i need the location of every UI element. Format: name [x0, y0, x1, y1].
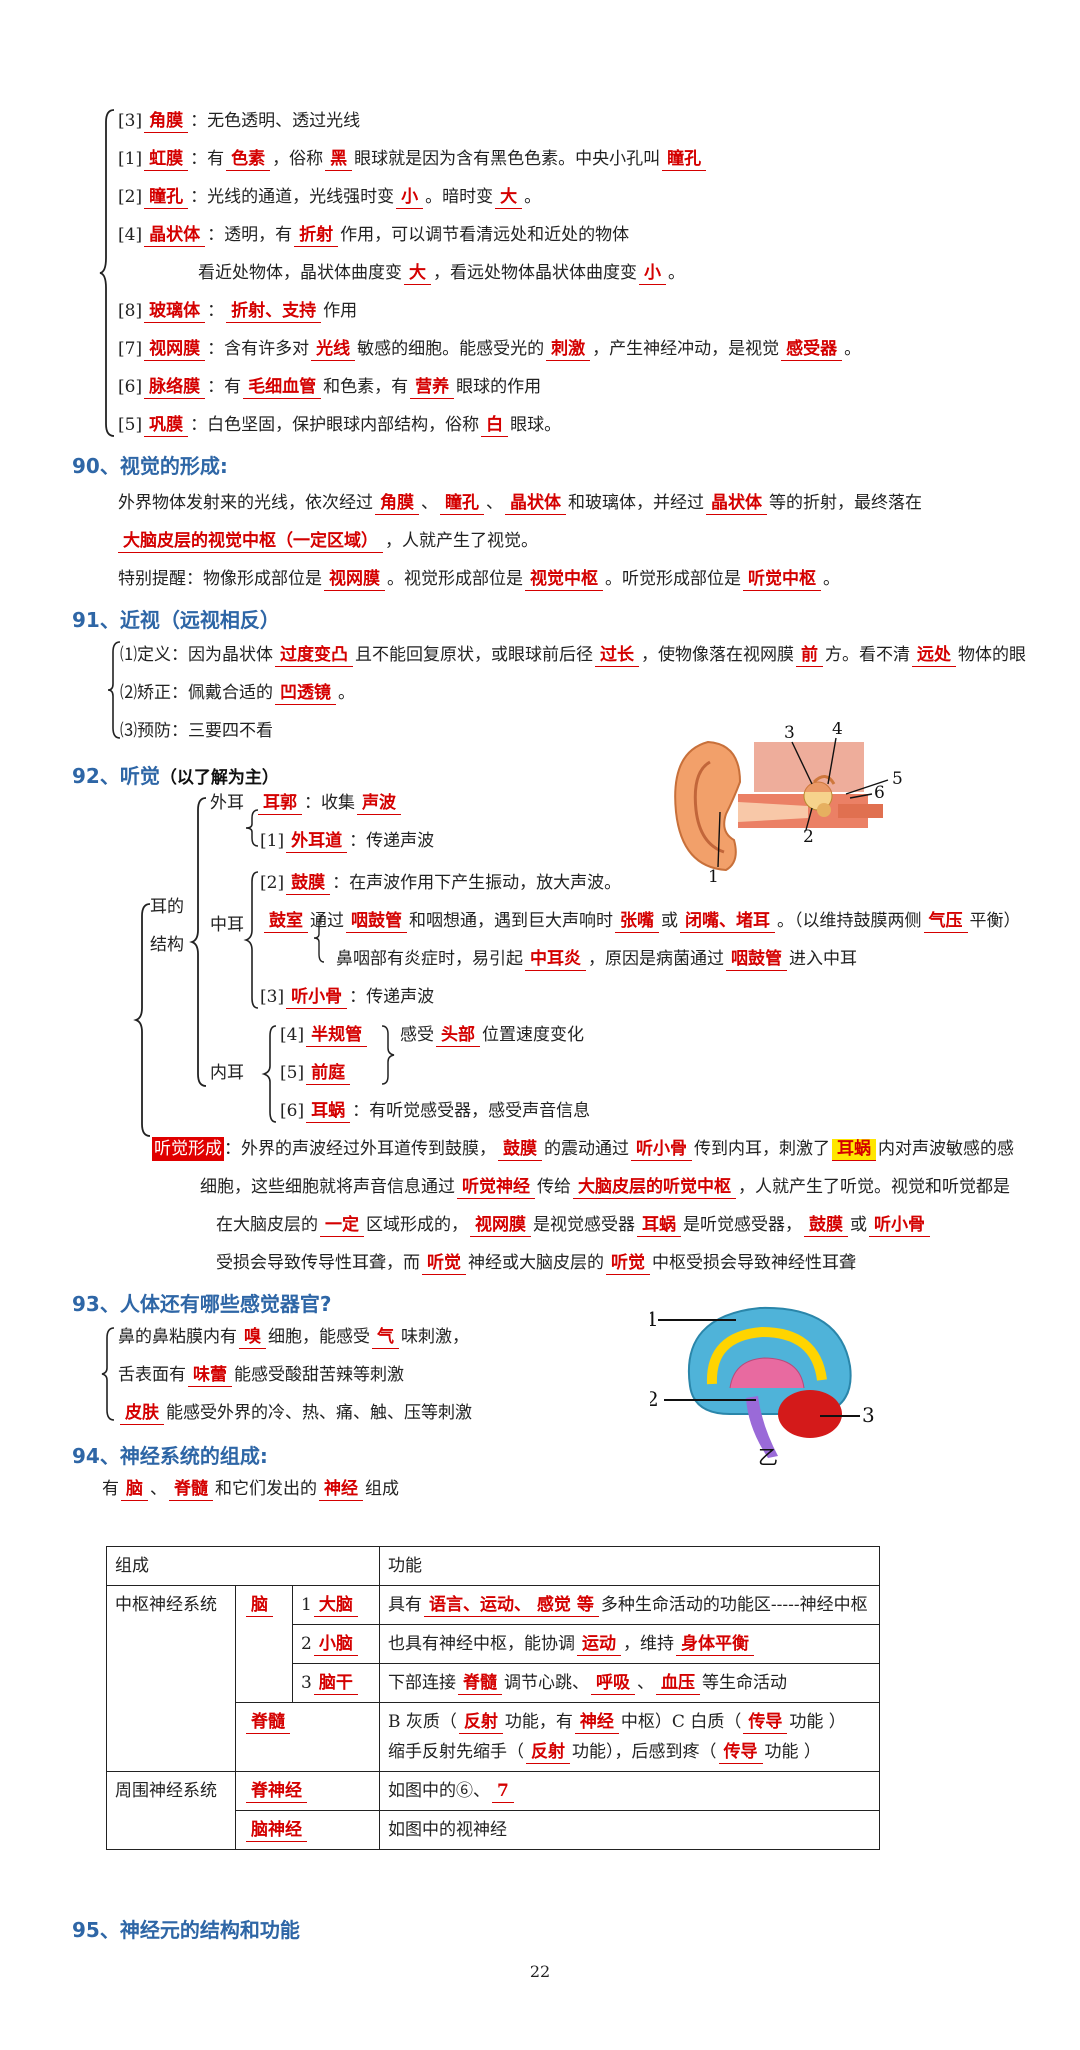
eye-line-cornea: [3]角膜：无色透明、透过光线	[118, 111, 361, 133]
inner-ear-label: 内耳	[210, 1063, 244, 1083]
eye-line-vitreous: [8]玻璃体：折射、支持作用	[118, 301, 358, 323]
nervous-system-composition: 有脑、脊髓和它们发出的神经组成	[102, 1479, 399, 1501]
hearing-formation-line-3: 在大脑皮层的一定区域形成的，视网膜是视觉感受器耳蜗是听觉感受器，鼓膜或听小骨	[216, 1212, 932, 1238]
s90-paragraph-3: 特别提醒：物像形成部位是视网膜。视觉形成部位是视觉中枢。听觉形成部位是听觉中枢。	[118, 569, 840, 591]
ear-parts-brace	[189, 797, 207, 1087]
ear-label-3: 3	[784, 723, 795, 743]
brainstem-function: 下部连接脊髓调节心跳、呼吸、血压等生命活动	[379, 1663, 880, 1703]
ear-diagram: 1 2 3 4 5 6	[674, 722, 903, 887]
brain-cell: 脑	[235, 1585, 293, 1703]
ossicles-line: [3]听小骨：传递声波	[260, 987, 435, 1009]
nose-line: 鼻的鼻粘膜内有嗅细胞，能感受气味刺激，	[118, 1327, 469, 1349]
vestibule-line: [5]前庭	[280, 1060, 352, 1086]
tympanic-brace	[313, 915, 325, 963]
pns-cell: 周围神经系统	[106, 1771, 236, 1850]
spinal-nerve-function: 如图中的⑥、7	[379, 1771, 880, 1811]
eardrum-line: [2]鼓膜：在声波作用下产生振动，放大声波。	[260, 873, 622, 895]
ear-label-1: 1	[708, 867, 719, 887]
middle-ear-brace	[243, 871, 259, 1009]
cranial-nerve-cell: 脑神经	[235, 1810, 380, 1850]
brain-label-1: 1	[650, 1307, 659, 1331]
hearing-formation-line-2: 细胞，这些细胞就将声音信息通过听觉神经传给大脑皮层的听觉中枢，人就产生了听觉。视…	[200, 1177, 1010, 1199]
myopia-prevention: ⑶预防：三要四不看	[120, 721, 273, 741]
ear-label-5: 5	[892, 769, 903, 789]
section-92-subtitle: （以了解为主）	[159, 768, 279, 788]
table-header-function: 功能	[379, 1546, 880, 1586]
myopia-brace	[107, 641, 121, 739]
section-93-heading: 93、人体还有哪些感觉器官?	[72, 1292, 332, 1316]
balance-sense-line: 感受头部位置速度变化	[400, 1025, 584, 1047]
brain-label-yi: 乙	[758, 1445, 778, 1466]
cranial-nerve-function: 如图中的视神经	[379, 1810, 880, 1850]
cns-cell: 中枢神经系统	[106, 1585, 236, 1772]
myopia-correction: ⑵矫正：佩戴合适的凹透镜。	[120, 683, 355, 705]
hearing-formation-tag: 听觉形成	[152, 1137, 224, 1161]
cochlea-line: [6]耳蜗：有听觉感受器，感受声音信息	[280, 1101, 591, 1123]
eye-line-lens-curvature: 看近处物体，晶状体曲度变大，看远处物体晶状体曲度变小。	[198, 263, 685, 285]
table-row: 脑神经 如图中的视神经	[107, 1810, 880, 1850]
balance-brace	[381, 1025, 395, 1085]
skin-line: 皮肤能感受外界的冷、热、痛、触、压等刺激	[118, 1400, 472, 1426]
ear-structure-label-2: 结构	[150, 935, 184, 955]
brain-label-3: 3	[862, 1403, 875, 1427]
otitis-line: 鼻咽部有炎症时，易引起中耳炎，原因是病菌通过咽鼓管进入中耳	[336, 949, 857, 971]
eye-line-lens: [4]晶状体：透明，有折射作用，可以调节看清远处和近处的物体	[118, 225, 630, 247]
hearing-formation-line-4: 受损会导致传导性耳聋，而听觉神经或大脑皮层的听觉中枢受损会导致神经性耳聋	[216, 1253, 856, 1275]
s90-paragraph-1: 外界物体发射来的光线，依次经过角膜、瞳孔、晶状体和玻璃体，并经过晶状体等的折射，…	[118, 493, 922, 515]
brain-diagram: 1 2 3 乙	[650, 1306, 875, 1466]
senses-brace	[101, 1327, 115, 1421]
brain-label-2: 2	[650, 1387, 659, 1411]
spinal-cord-cell: 脊髓	[235, 1702, 380, 1772]
myopia-definition: ⑴定义：因为晶状体过度变凸且不能回复原状，或眼球前后径过长，使物像落在视网膜前方…	[120, 645, 1026, 667]
middle-ear-label: 中耳	[210, 915, 244, 935]
ear-structure-brace	[133, 903, 151, 1137]
table-row: 周围神经系统 脊神经 如图中的⑥、7	[106, 1771, 880, 1850]
table-row: 脊髓 B 灰质（反射功能，有神经中枢）C 白质（传导功能 ） 缩手反射先缩手（反…	[107, 1702, 880, 1772]
cerebellum-function: 也具有神经中枢，能协调运动，维持身体平衡	[379, 1624, 880, 1664]
spinal-cord-function: B 灰质（反射功能，有神经中枢）C 白质（传导功能 ） 缩手反射先缩手（反射功能…	[379, 1702, 880, 1772]
page-number: 22	[529, 1962, 551, 1981]
table-header-row: 组成 功能	[106, 1546, 880, 1586]
outer-ear-label: 外耳	[210, 793, 244, 813]
ear-label-2: 2	[803, 827, 814, 847]
ear-label-4: 4	[832, 722, 843, 739]
tympanic-cavity-line: 鼓室通过咽鼓管和咽想通，遇到巨大声响时张嘴或闭嘴、堵耳。（以维持鼓膜两侧气压平衡…	[262, 908, 1021, 934]
eye-line-choroid: [6]脉络膜：有毛细血管和色素，有营养眼球的作用	[118, 377, 542, 399]
spinal-nerve-cell: 脊神经	[235, 1771, 380, 1811]
cerebrum-function: 具有语言、运动、 感觉 等多种生命活动的功能区-----神经中枢	[379, 1585, 880, 1625]
eye-line-pupil: [2]瞳孔：光线的通道，光线强时变小。暗时变大。	[118, 187, 542, 209]
eye-line-retina: [7]视网膜：含有许多对光线敏感的细胞。能感受光的刺激，产生神经冲动，是视觉感受…	[118, 339, 862, 361]
section-91-heading: 91、近视（远视相反）	[72, 608, 280, 632]
ear-canal-line: [1]外耳道：传递声波	[260, 831, 435, 853]
hearing-formation-line-1: 听觉形成：外界的声波经过外耳道传到鼓膜，鼓膜的震动通过听小骨传到内耳，刺激了耳蜗…	[152, 1137, 1014, 1161]
tongue-line: 舌表面有味蕾能感受酸甜苦辣等刺激	[118, 1365, 404, 1387]
eye-line-iris: [1]虹膜：有色素，俗称黑眼球就是因为含有黑色色素。中央小孔叫瞳孔	[118, 146, 708, 172]
ear-structure-label-1: 耳的	[150, 897, 184, 917]
section-90-heading: 90、视觉的形成:	[72, 454, 228, 478]
outer-ear-brace	[245, 809, 259, 847]
eye-line-sclera: [5]巩膜：白色坚固，保护眼球内部结构，俗称白眼球。	[118, 415, 562, 437]
section-94-heading: 94、神经系统的组成:	[72, 1444, 268, 1468]
table-header-composition: 组成	[106, 1546, 380, 1586]
section-95-heading: 95、神经元的结构和功能	[72, 1918, 300, 1942]
inner-ear-brace	[261, 1025, 277, 1123]
eye-brace	[99, 109, 115, 437]
pinna-line: 耳郭：收集声波	[256, 790, 403, 816]
s90-paragraph-2: 大脑皮层的视觉中枢（一定区域），人就产生了视觉。	[116, 528, 538, 554]
ear-label-6: 6	[874, 783, 885, 803]
semicircular-line: [4]半规管	[280, 1022, 369, 1048]
section-92-heading: 92、听觉（以了解为主）	[72, 764, 279, 788]
